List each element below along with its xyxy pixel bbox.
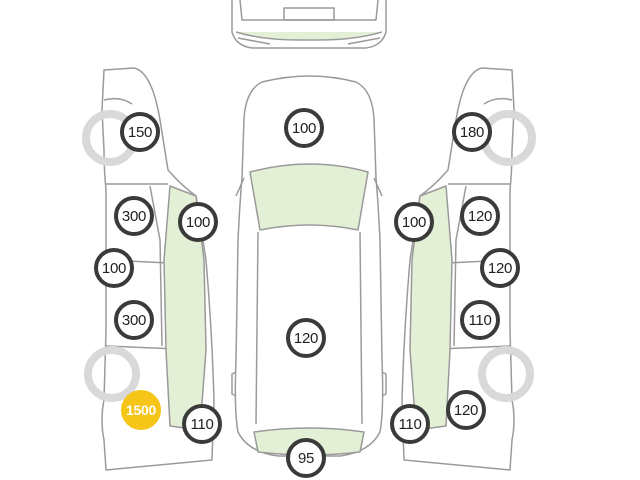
badge-left-rear-door[interactable]: 300 xyxy=(114,300,154,340)
badge-left-b-pillar[interactable]: 100 xyxy=(94,248,134,288)
badge-right-rear-bumper-corner[interactable]: 110 xyxy=(390,404,430,444)
badge-left-front-door[interactable]: 300 xyxy=(114,196,154,236)
badge-right-a-pillar[interactable]: 100 xyxy=(394,202,434,242)
left-side-view xyxy=(82,67,215,471)
badge-left-front-fender[interactable]: 150 xyxy=(120,112,160,152)
badge-left-rear-bumper-corner[interactable]: 110 xyxy=(182,404,222,444)
badge-right-front-fender[interactable]: 180 xyxy=(452,112,492,152)
badge-left-rear-fender[interactable]: 1500 xyxy=(121,390,161,430)
badge-right-rear-door[interactable]: 110 xyxy=(460,300,500,340)
badge-right-front-door[interactable]: 120 xyxy=(460,196,500,236)
badge-left-a-pillar[interactable]: 100 xyxy=(178,202,218,242)
front-view xyxy=(231,0,387,49)
badge-right-b-pillar[interactable]: 120 xyxy=(480,248,520,288)
badge-roof[interactable]: 120 xyxy=(286,318,326,358)
badge-hood[interactable]: 100 xyxy=(284,108,324,148)
badge-right-rear-fender[interactable]: 120 xyxy=(446,390,486,430)
badge-rear-bumper[interactable]: 95 xyxy=(286,438,326,478)
